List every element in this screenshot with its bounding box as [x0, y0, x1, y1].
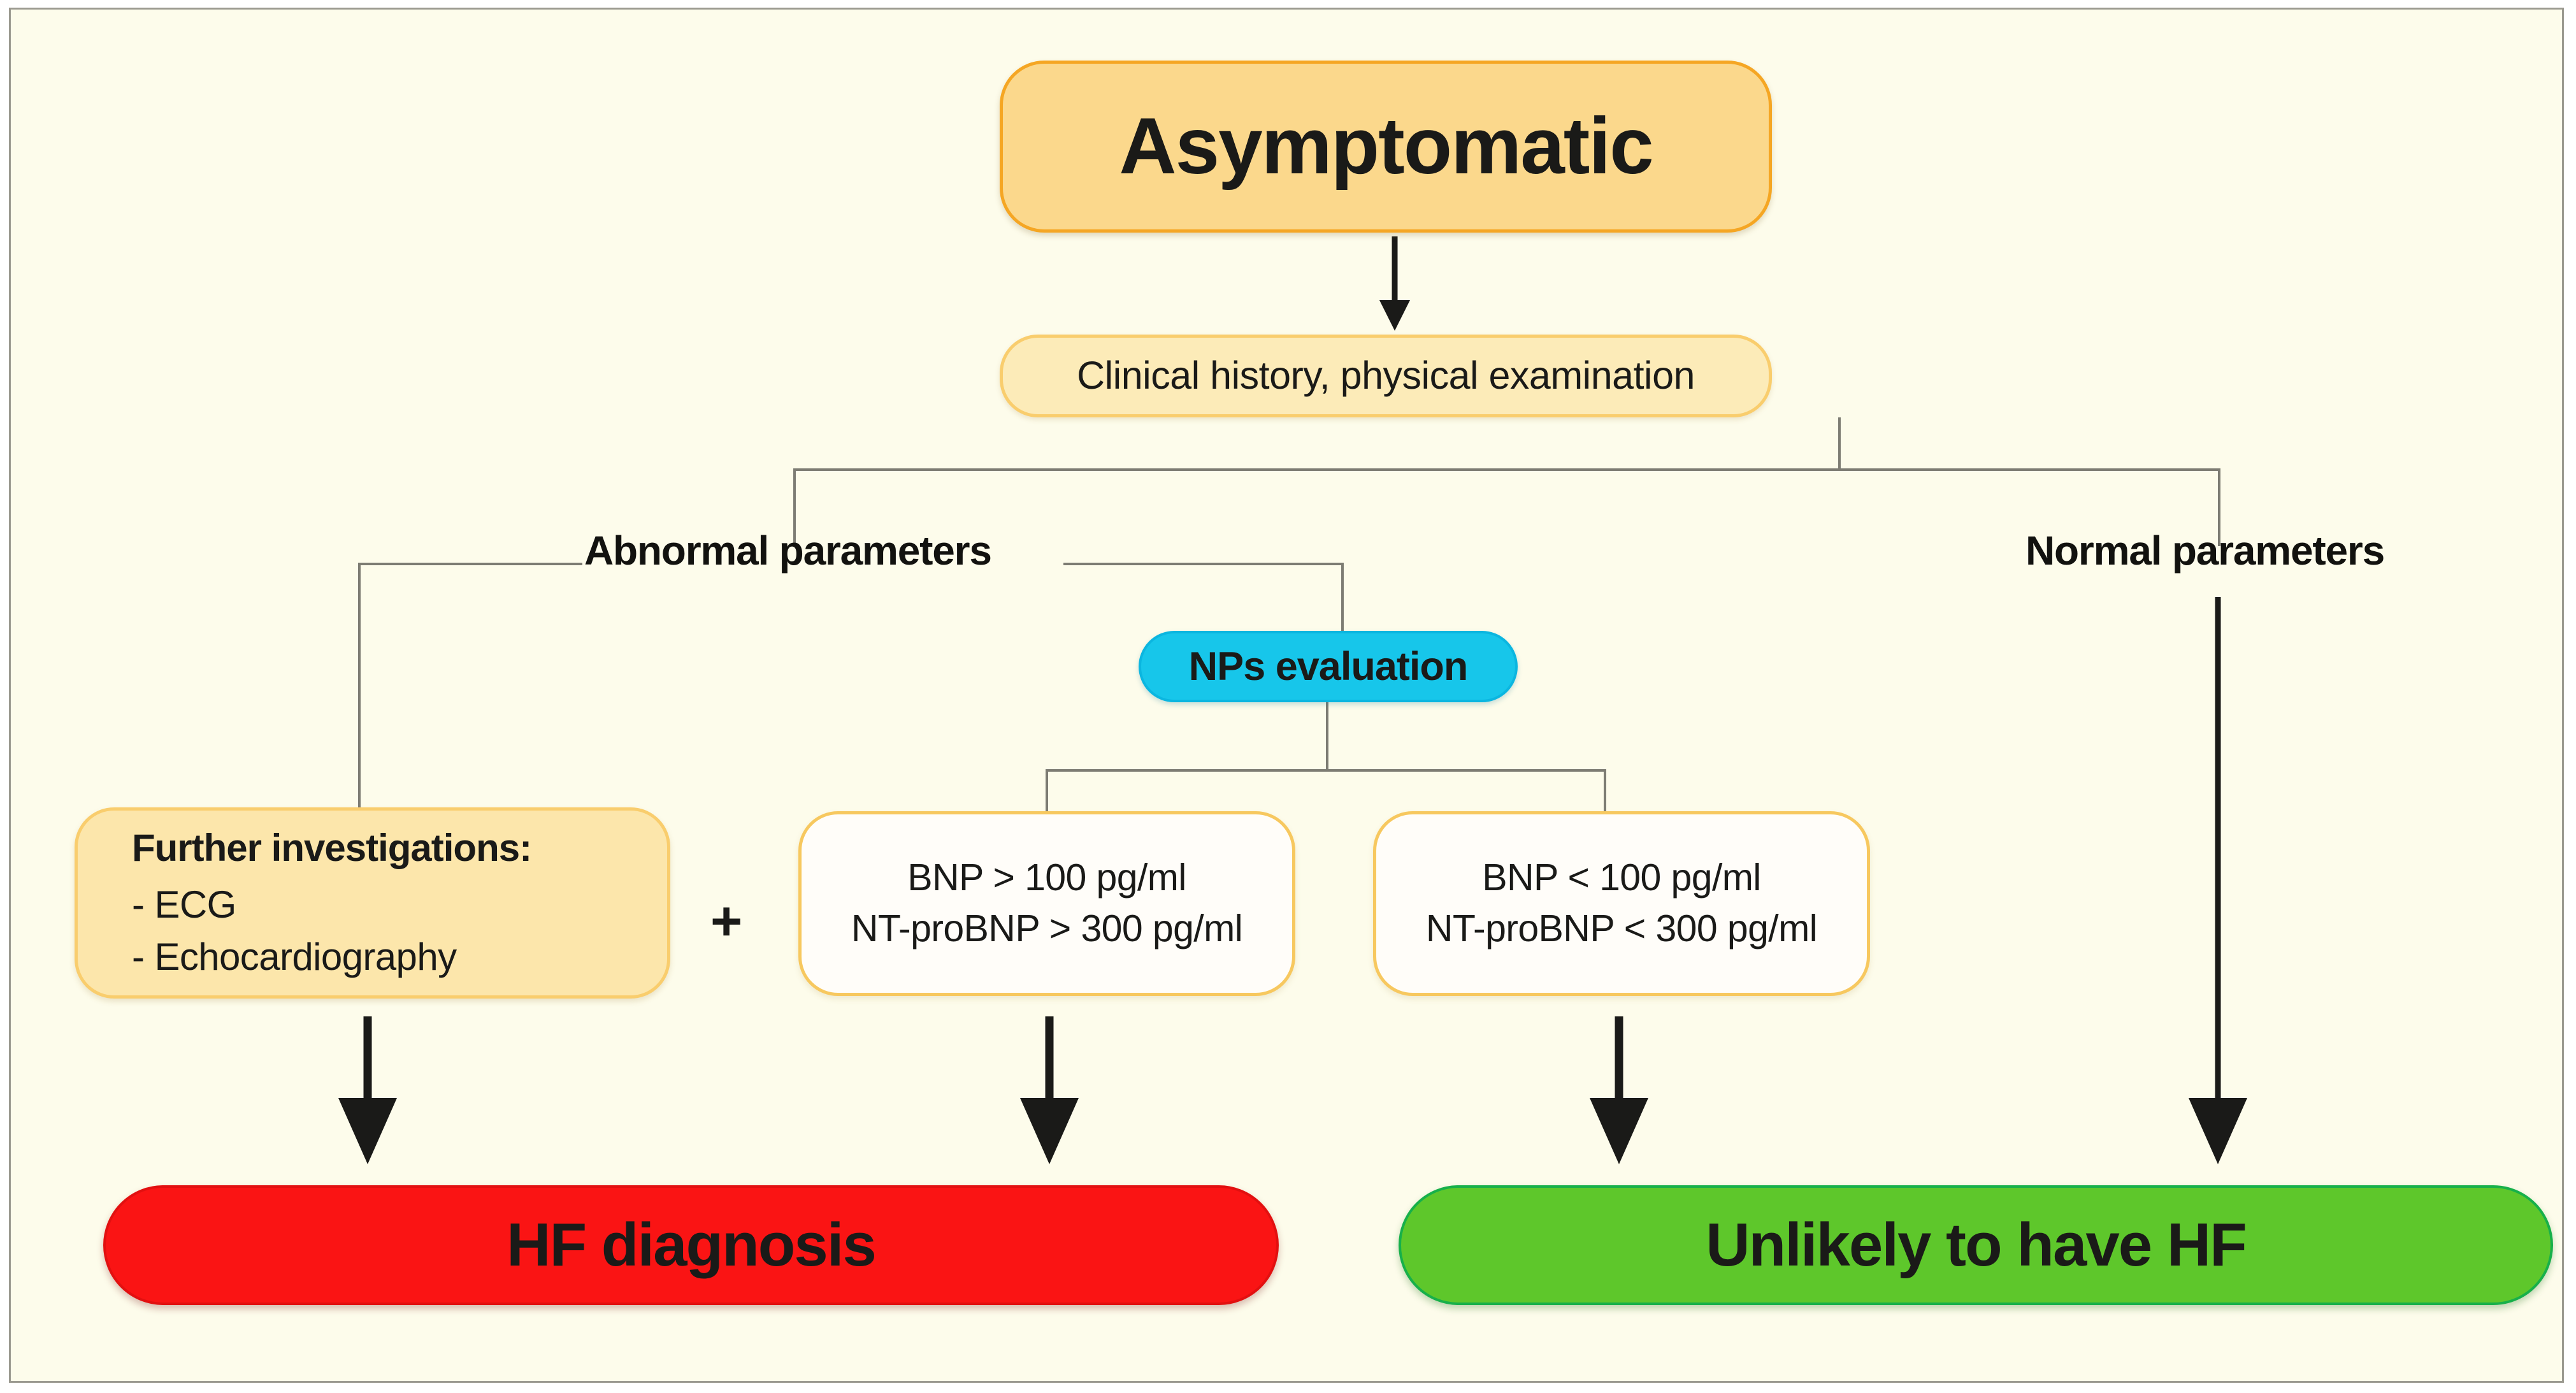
connector-abnormal-left-elbow: [358, 563, 361, 812]
arrow-stem: [1615, 1016, 1623, 1106]
arrow-stem: [2215, 597, 2221, 1106]
bnp-low-line-2: NT-proBNP < 300 pg/ml: [1425, 907, 1818, 949]
further-investigations-item-ecg: - ECG: [132, 883, 236, 926]
arrow-stem: [363, 1016, 372, 1106]
node-bnp-high: BNP > 100 pg/ml NT-proBNP > 300 pg/ml: [798, 811, 1295, 996]
arrow-head-icon: [1020, 1098, 1079, 1164]
node-asymptomatic-label: Asymptomatic: [1119, 102, 1653, 191]
connector-abnormal-left-arm: [358, 563, 582, 565]
node-bnp-low: BNP < 100 pg/ml NT-proBNP < 300 pg/ml: [1373, 811, 1870, 996]
arrow-normal-parameters-to-unlikely-hf: [2189, 597, 2247, 1164]
label-abnormal-parameters: Abnormal parameters: [584, 528, 992, 574]
arrow-bnp-high-to-hf-diagnosis: [1020, 1016, 1079, 1164]
arrow-head-icon: [338, 1098, 397, 1164]
connector-nps-fork-bar: [1046, 769, 1606, 772]
connector-split-left-drop: [793, 468, 796, 546]
node-asymptomatic: Asymptomatic: [1000, 61, 1772, 233]
flowchart-panel: Asymptomatic Clinical history, physical …: [9, 8, 2564, 1383]
connector-abnormal-right-arm: [1063, 563, 1344, 565]
connector-abnormal-right-elbow: [1341, 563, 1344, 634]
connector-nps-trunk: [1326, 702, 1328, 772]
arrow-head-icon: [1379, 300, 1410, 331]
arrow-stem: [1045, 1016, 1054, 1106]
connector-history-trunk: [1838, 417, 1841, 471]
node-clinical-history: Clinical history, physical examination: [1000, 335, 1772, 417]
arrow-bnp-low-to-unlikely-hf: [1590, 1016, 1648, 1164]
arrow-stem: [1392, 236, 1398, 303]
connector-split-right-drop: [2218, 468, 2220, 546]
connector-nps-fork-right: [1604, 769, 1606, 815]
bnp-high-line-2: NT-proBNP > 300 pg/ml: [851, 907, 1243, 949]
connector-top-split-bar: [793, 468, 2220, 471]
node-nps-evaluation-label: NPs evaluation: [1188, 644, 1469, 689]
arrow-asymptomatic-to-clinical-history: [1376, 236, 1414, 331]
node-clinical-history-label: Clinical history, physical examination: [1077, 354, 1695, 398]
arrow-further-investigations-to-hf-diagnosis: [338, 1016, 397, 1164]
node-nps-evaluation: NPs evaluation: [1139, 631, 1518, 702]
arrow-head-icon: [1590, 1098, 1648, 1164]
further-investigations-title: Further investigations:: [132, 826, 532, 869]
connector-nps-fork-left: [1046, 769, 1048, 815]
label-normal-parameters: Normal parameters: [2026, 528, 2385, 574]
arrow-head-icon: [2189, 1098, 2247, 1164]
further-investigations-item-echocardiography: - Echocardiography: [132, 935, 457, 979]
node-hf-diagnosis-label: HF diagnosis: [507, 1211, 877, 1280]
node-further-investigations: Further investigations: - ECG - Echocard…: [75, 807, 670, 999]
bnp-high-line-1: BNP > 100 pg/ml: [907, 856, 1186, 899]
node-unlikely-hf: Unlikely to have HF: [1399, 1185, 2553, 1305]
plus-sign: +: [710, 891, 743, 952]
node-hf-diagnosis: HF diagnosis: [103, 1185, 1279, 1305]
bnp-low-line-1: BNP < 100 pg/ml: [1482, 856, 1761, 899]
node-unlikely-hf-label: Unlikely to have HF: [1706, 1211, 2247, 1280]
